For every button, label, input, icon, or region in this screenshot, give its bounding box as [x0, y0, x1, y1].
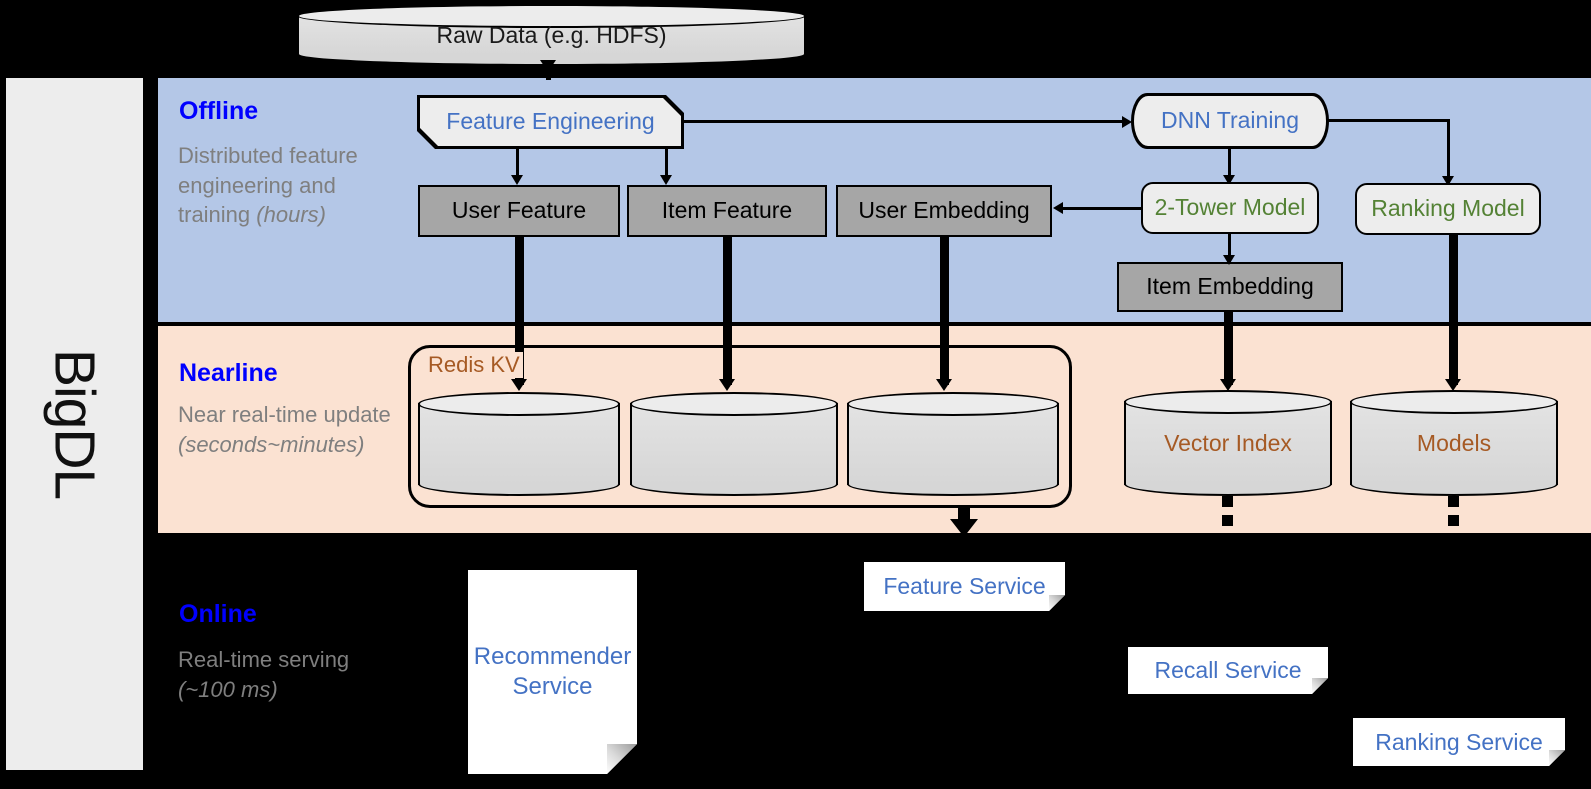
arrowhead-rawdata-to-fe — [540, 60, 556, 72]
raw-data-label: Raw Data (e.g. HDFS) — [436, 21, 667, 48]
online-desc-text: Real-time serving — [178, 647, 350, 672]
node-recommender-service[interactable]: Recommender Service — [468, 570, 637, 774]
nearline-desc-emphasis: (seconds~minutes) — [178, 431, 365, 457]
pipe-userfeature-to-redis — [515, 237, 524, 385]
nearline-band-description: Near real-time update (seconds~minutes) — [178, 400, 410, 459]
node-item-embedding[interactable]: Item Embedding — [1117, 262, 1343, 312]
redis-kv-container — [408, 345, 1072, 508]
arrowhead-itemembedding-to-vectorindex — [1220, 379, 1236, 391]
cylinder-top — [847, 392, 1059, 416]
node-dnn-training[interactable]: DNN Training — [1134, 96, 1326, 146]
models-cylinder[interactable]: Models — [1350, 390, 1558, 496]
ranking-service-label: Ranking Service — [1375, 728, 1543, 755]
nearline-desc-text: Near real-time update — [178, 402, 391, 427]
cylinder-body — [1350, 401, 1558, 485]
recommender-service-label-line2: Service — [512, 673, 593, 700]
stub2-vectorindex-to-recall-service — [1222, 515, 1233, 526]
node-recall-service[interactable]: Recall Service — [1128, 647, 1328, 694]
node-item-feature[interactable]: Item Feature — [627, 185, 827, 237]
node-feature-service[interactable]: Feature Service — [864, 562, 1065, 611]
connector-fe-to-userfeature — [516, 146, 519, 178]
stub-models-to-ranking-service — [1448, 496, 1459, 507]
offline-desc-text: Distributed feature engineering and trai… — [178, 143, 358, 228]
ranking-model-label: Ranking Model — [1371, 195, 1525, 222]
offline-band-description: Distributed feature engineering and trai… — [178, 141, 383, 230]
redis-cylinder-user-feature[interactable] — [418, 392, 620, 496]
bigdl-rail: BigDL — [6, 78, 143, 770]
feature-engineering-label: Feature Engineering — [446, 108, 655, 135]
arrowhead-userembedding-to-redis — [936, 379, 952, 391]
models-label: Models — [1416, 429, 1492, 456]
recall-service-label: Recall Service — [1154, 657, 1302, 683]
connector-twotower-to-itemembedding — [1228, 234, 1231, 264]
connector-dnn-to-ranking-h — [1326, 119, 1449, 122]
stub-redis-to-feature-service — [958, 508, 970, 520]
arrowhead-fe-to-dnn — [1122, 116, 1132, 128]
connector-dnn-to-ranking-v — [1447, 119, 1450, 179]
node-ranking-model[interactable]: Ranking Model — [1355, 183, 1541, 235]
cylinder-top — [297, 4, 806, 28]
stub2-models-to-ranking-service — [1448, 515, 1459, 526]
raw-data-cylinder: Raw Data (e.g. HDFS) — [297, 4, 806, 66]
vector-index-cylinder[interactable]: Vector Index — [1124, 390, 1332, 496]
pipe-userembedding-to-redis — [940, 237, 949, 385]
item-feature-label: Item Feature — [661, 197, 793, 224]
redis-kv-label: Redis KV — [425, 352, 523, 378]
vector-index-label: Vector Index — [1164, 429, 1292, 456]
redis-cylinder-item-feature[interactable] — [630, 392, 838, 496]
cylinder-body — [1124, 401, 1332, 485]
user-feature-label: User Feature — [451, 197, 587, 224]
offline-band-title: Offline — [179, 97, 259, 125]
user-embedding-label: User Embedding — [858, 197, 1030, 224]
arrowhead-dnn-to-ranking — [1442, 176, 1454, 186]
recommender-service-label-line1: Recommender — [473, 643, 632, 670]
two-tower-model-label: 2-Tower Model — [1154, 194, 1306, 221]
cylinder-top — [630, 392, 838, 416]
item-embedding-label: Item Embedding — [1146, 273, 1314, 300]
cylinder-top — [1350, 390, 1558, 414]
connector-dnn-to-twotower — [1228, 147, 1231, 180]
cylinder-body — [630, 403, 838, 485]
connector-fe-to-itemfeature — [665, 146, 668, 178]
offline-desc-emphasis: (hours) — [256, 202, 326, 228]
feature-service-label: Feature Service — [883, 573, 1046, 599]
arrowhead-twotower-to-itemembedding — [1223, 255, 1235, 265]
cylinder-body — [418, 403, 620, 485]
online-desc-emphasis: (~100 ms) — [178, 676, 278, 702]
arrowhead-redis-to-feature-service — [950, 519, 978, 537]
node-feature-engineering[interactable]: Feature Engineering — [420, 98, 681, 146]
nearline-band-title: Nearline — [179, 359, 278, 387]
arrowhead-fe-to-itemfeature — [660, 175, 672, 185]
bigdl-label: BigDL — [42, 348, 107, 500]
node-ranking-service[interactable]: Ranking Service — [1353, 718, 1565, 766]
cylinder-top — [418, 392, 620, 416]
node-user-embedding[interactable]: User Embedding — [836, 185, 1052, 237]
node-two-tower-model[interactable]: 2-Tower Model — [1141, 182, 1319, 234]
dnn-training-label: DNN Training — [1160, 107, 1300, 134]
cylinder-top — [1124, 390, 1332, 414]
online-band-title: Online — [179, 600, 257, 628]
arrowhead-itemfeature-to-redis — [719, 379, 735, 391]
cylinder-body — [847, 403, 1059, 485]
arrowhead-dnn-to-twotower — [1223, 175, 1235, 185]
redis-cylinder-user-embedding[interactable] — [847, 392, 1059, 496]
pipe-itemfeature-to-redis — [723, 237, 732, 385]
pipe-rankingmodel-to-models — [1449, 235, 1458, 385]
arrowhead-twotower-to-userembedding — [1053, 202, 1063, 214]
connector-twotower-to-userembedding — [1063, 207, 1143, 210]
online-band-description: Real-time serving (~100 ms) — [178, 645, 383, 704]
arrowhead-rankingmodel-to-models — [1445, 379, 1461, 391]
connector-fe-to-dnn — [684, 120, 1124, 123]
node-user-feature[interactable]: User Feature — [418, 185, 620, 237]
pipe-itemembedding-to-vectorindex — [1224, 312, 1233, 385]
arrowhead-fe-to-userfeature — [511, 175, 523, 185]
stub-vectorindex-to-recall-service — [1222, 496, 1233, 507]
arrowhead-userfeature-to-redis — [511, 379, 527, 391]
